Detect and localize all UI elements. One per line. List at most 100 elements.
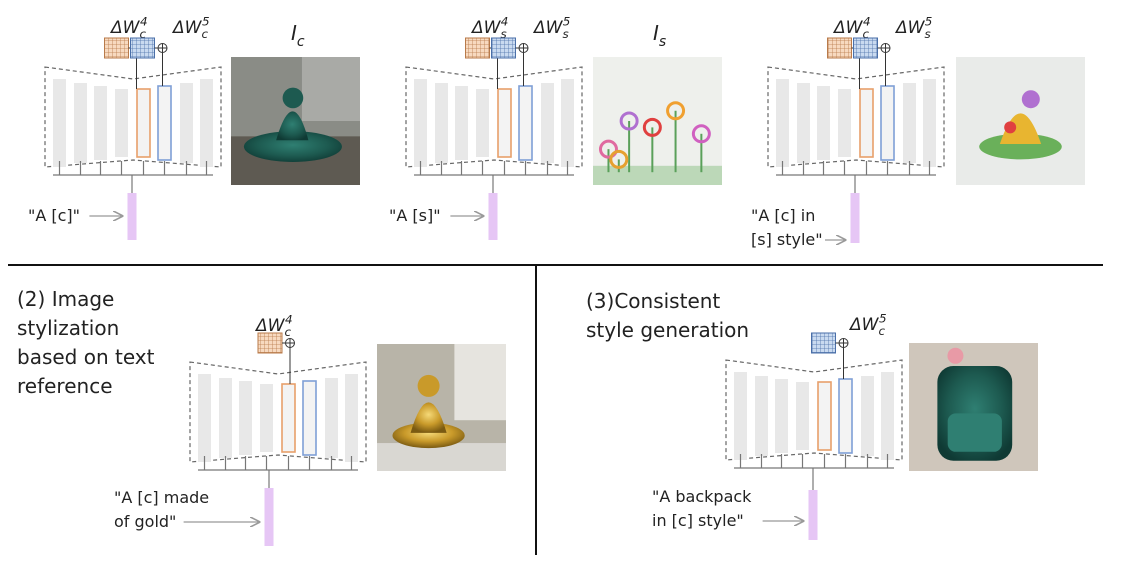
lora-weight-grid-blue <box>491 37 529 86</box>
unet-outline <box>189 361 367 463</box>
statue-body <box>276 111 309 141</box>
delta-weight-text: ΔWc4 <box>109 14 148 41</box>
unet-layer <box>198 374 211 462</box>
delta-weight-label: Ic <box>291 21 305 50</box>
unet-block <box>725 359 903 469</box>
unet-layer <box>903 83 916 163</box>
basket <box>454 344 506 421</box>
unet-layer <box>200 79 213 167</box>
prompt-text: "A [s]" <box>389 206 441 225</box>
delta-sub: s <box>500 27 506 41</box>
delta-sub: c <box>284 325 291 339</box>
unet-layer <box>775 379 788 453</box>
delta-base: ΔW <box>832 18 864 38</box>
lora-weight-grid-blue <box>853 37 891 86</box>
unet-layer <box>734 372 747 460</box>
unet-layer-4 <box>281 383 296 453</box>
delta-sub: c <box>878 324 885 338</box>
delta-weight-text: ΔWs5 <box>532 14 570 41</box>
unet-outline <box>725 359 903 461</box>
delta-weight-label: ΔWs4 <box>470 14 508 41</box>
unet-layer <box>455 86 468 160</box>
unet-block <box>189 361 367 471</box>
unet-layer <box>435 83 448 163</box>
prompt-text: in [c] style" <box>652 511 744 530</box>
unet-layer <box>219 378 232 458</box>
weight-matrix <box>491 37 516 59</box>
weight-matrix <box>811 332 836 354</box>
delta-weight-label: ΔWs5 <box>894 14 932 41</box>
unet-layer-4 <box>817 381 832 451</box>
text-embedding-bar <box>264 488 274 546</box>
gold-image <box>377 344 506 471</box>
unet-block <box>405 66 583 176</box>
panel-title: stylization <box>17 316 119 340</box>
unet-layer <box>755 376 768 456</box>
delta-sup: 4 <box>285 312 293 326</box>
panel-title: reference <box>17 374 113 398</box>
delta-sup: 5 <box>202 14 210 28</box>
unet-layer <box>325 378 338 458</box>
unet-layer <box>260 384 273 452</box>
delta-weight-label: ΔWc4 <box>254 312 293 339</box>
statue-base <box>979 133 1062 160</box>
weight-matrix <box>104 37 129 59</box>
unet-layer <box>345 374 358 462</box>
text-embedding-bar <box>808 490 818 540</box>
weight-matrix <box>827 37 852 59</box>
unet-layer <box>776 79 789 167</box>
delta-base: ΔW <box>532 18 564 38</box>
unet-layer-4 <box>136 88 151 158</box>
ground <box>593 165 722 185</box>
lora-weight-grid-blue <box>130 37 168 86</box>
unet-layer <box>838 89 851 157</box>
delta-base: ΔW <box>171 18 203 38</box>
basket <box>301 57 360 121</box>
delta-sub: c <box>297 34 305 50</box>
unet-outline <box>44 66 222 168</box>
unet-layer <box>541 83 554 163</box>
text-encoder: "A [c]" <box>28 193 137 240</box>
stylized-image <box>956 57 1085 185</box>
unet-layer <box>180 83 193 163</box>
accent <box>1004 121 1017 134</box>
panel-title: based on text <box>17 345 155 369</box>
unet-layer <box>115 89 128 157</box>
text-embedding-bar <box>850 193 860 243</box>
panel-title: style generation <box>586 318 749 342</box>
delta-base: ΔW <box>254 316 286 336</box>
flower <box>598 139 618 159</box>
unet-layer-5 <box>880 85 895 161</box>
unet-block <box>767 66 945 176</box>
backpack-pocket <box>947 413 1002 452</box>
flowers-image <box>593 57 722 185</box>
unet-layer <box>561 79 574 167</box>
unet-layer-5 <box>838 378 853 454</box>
prompt-text: "A [c] in <box>751 206 815 225</box>
delta-sub: c <box>862 27 869 41</box>
text-encoder: "A [c] in[s] style" <box>751 193 860 249</box>
delta-weight-label: Is <box>653 21 666 50</box>
delta-weight-label: ΔWc4 <box>832 14 871 41</box>
delta-weight-text: ΔWc5 <box>848 311 887 338</box>
delta-weight-label: ΔWs5 <box>532 14 570 41</box>
unet-layer <box>861 376 874 456</box>
lora-weight-grid-blue <box>811 332 849 379</box>
delta-weight-text: ΔWs4 <box>470 14 508 41</box>
unet-layer-4 <box>497 88 512 158</box>
unet-layer-5 <box>518 85 533 161</box>
unet-layer <box>414 79 427 167</box>
text-encoder: "A [s]" <box>389 193 498 240</box>
flower <box>691 124 711 144</box>
flower <box>642 117 662 137</box>
backpack-image <box>909 343 1038 471</box>
prompt-text: "A [c]" <box>28 206 80 225</box>
stage-3: ΔWc4 ΔWs5 "A [c] in[s] style" <box>751 14 1085 249</box>
statue-body <box>410 402 447 433</box>
delta-weight-label: ΔWc5 <box>171 14 210 41</box>
unet-layer <box>797 83 810 163</box>
statue-base <box>392 422 465 449</box>
